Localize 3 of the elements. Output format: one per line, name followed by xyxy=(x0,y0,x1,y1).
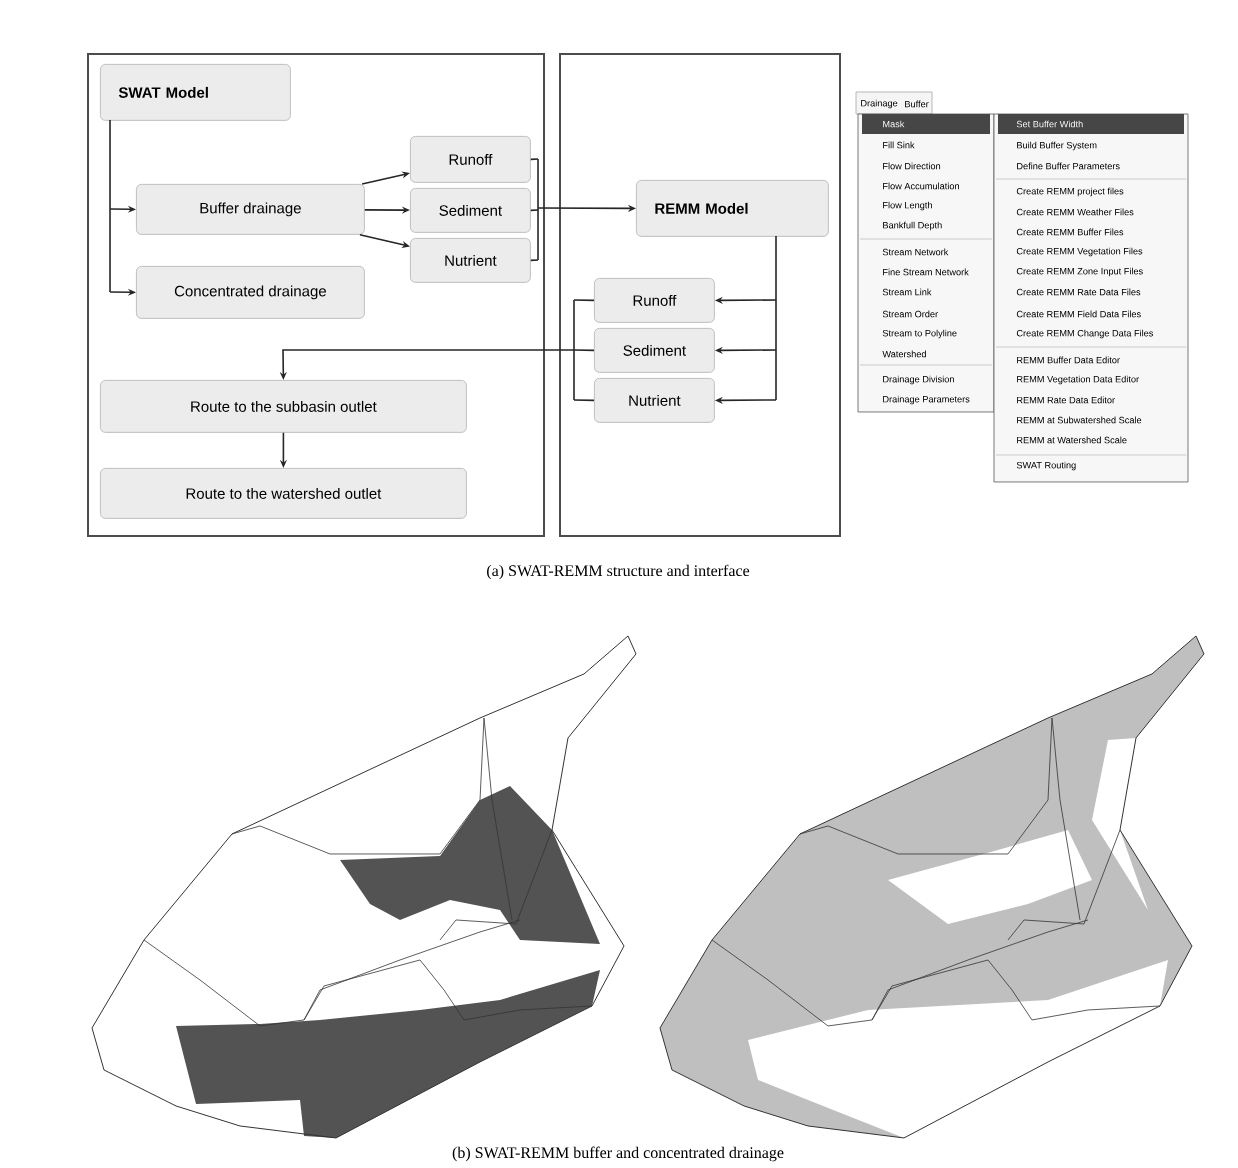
caption: (b) SWAT-REMM buffer and concentrated drainage xyxy=(452,1146,784,1162)
caption: (a) SWAT-REMM structure and interface xyxy=(487,564,750,580)
arrow xyxy=(361,171,410,185)
